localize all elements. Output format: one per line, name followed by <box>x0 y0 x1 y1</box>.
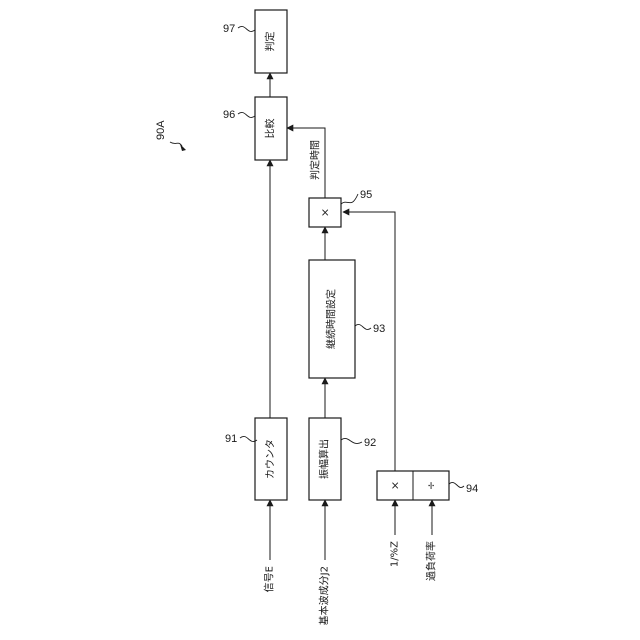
compare-label: 比較 <box>264 119 277 139</box>
input-overload-label: 過負荷率 <box>425 541 438 581</box>
leader-95 <box>341 194 358 204</box>
ref-94: 94 <box>466 483 478 495</box>
ref-91: 91 <box>225 433 237 445</box>
ref-97: 97 <box>223 23 235 35</box>
input-fundamental-label: 基本波成分J2 <box>318 566 331 625</box>
leader-97 <box>238 26 255 31</box>
leader-96 <box>238 112 255 117</box>
amplitude-label: 振幅算出 <box>318 439 331 479</box>
leader-94 <box>449 482 464 487</box>
counter-label: カウンタ <box>265 439 277 479</box>
judgment-time-label: 判定時間 <box>309 140 322 180</box>
ref-95: 95 <box>360 189 372 201</box>
ref-93: 93 <box>373 323 385 335</box>
figure-label: 90A <box>155 120 167 140</box>
duration-setting-label: 継続時間設定 <box>325 289 338 349</box>
multiplier-label: × <box>319 208 332 217</box>
leader-90a-arrowhead <box>180 144 186 151</box>
input-impedance-label: 1/%Z <box>390 541 401 567</box>
leader-92 <box>341 438 362 443</box>
ref-96: 96 <box>223 109 235 121</box>
leader-93 <box>355 324 371 329</box>
ref-92: 92 <box>364 437 376 449</box>
calc-divide-label: ÷ <box>425 481 438 490</box>
input-signal-label: 信号E <box>264 566 276 592</box>
leader-90a <box>170 142 182 146</box>
calc-multiply-label: × <box>389 481 402 490</box>
judge-label: 判定 <box>264 32 277 52</box>
